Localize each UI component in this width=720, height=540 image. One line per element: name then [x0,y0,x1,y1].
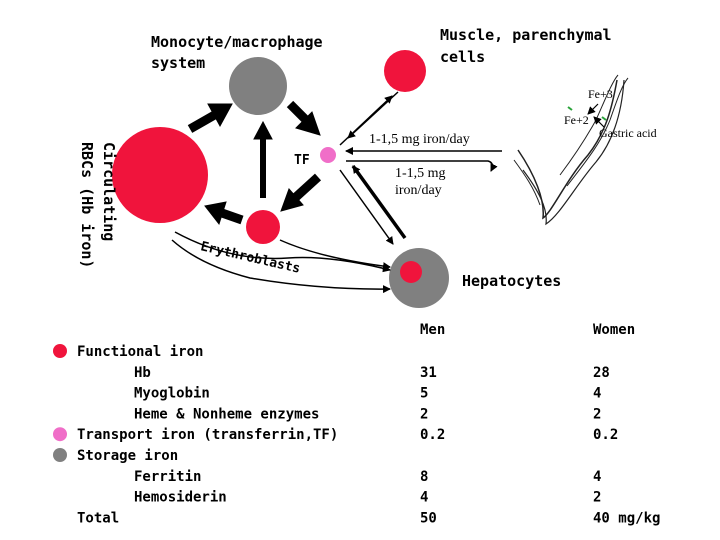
table-row-label: Heme & Nonheme enzymes [134,406,319,422]
table-cell-men: 4 [420,490,428,506]
table-cell-women: 4 [593,469,601,485]
erythroblasts-label: Erythroblasts [199,239,302,277]
table-row-label: Hemosiderin [134,490,227,506]
erythroblast-circle [246,210,280,244]
table-cell-men: 2 [420,406,428,422]
green-marks [567,106,607,121]
table-cell-women: 40 mg/kg [593,510,660,526]
table-cell-men: 31 [420,365,437,381]
table-row-label: Hb [134,365,151,381]
table-row-label: Functional iron [77,344,203,360]
header-men: Men [420,322,445,338]
hepatocytes-label: Hepatocytes [462,272,561,290]
fe3-label: Fe+3 [588,87,613,101]
monocyte-label: Monocyte/macrophage system [151,33,332,72]
tf-label: TF [294,153,310,168]
muscle-circle [384,50,426,92]
tf-circle [320,147,336,163]
muscle-label: Muscle, parenchymal cells [440,26,621,66]
table-cell-men: 50 [420,510,437,526]
table-cell-women: 4 [593,386,601,402]
storage-legend-dot [53,448,67,462]
table-cell-men: 8 [420,469,428,485]
intake-label: 1-1,5 mg iron/day [369,132,470,147]
table-row-label: Myoglobin [134,386,210,402]
header-women: Women [593,322,635,338]
gut-arrows [587,103,605,128]
fe2-label: Fe+2 [564,113,589,127]
table-cell-women: 28 [593,365,610,381]
table-row-label: Storage iron [77,448,178,464]
table-row-label: Transport iron (transferrin,TF) [77,427,338,443]
table-cell-women: 0.2 [593,427,618,443]
functional-legend-dot [53,344,67,358]
gastric-acid-label: Gastric acid [599,126,657,140]
table-cell-men: 5 [420,386,428,402]
transport-legend-dot [53,427,67,442]
table-cell-women: 2 [593,406,601,422]
table-row-label: Ferritin [134,469,201,485]
intestine-sketch [513,74,629,226]
macrophage-circle [229,57,287,115]
hepatocyte-inner-circle [400,261,422,283]
circulating-label: Circulating RBCs (Hb iron) [78,142,118,268]
table-cell-men: 0.2 [420,427,445,443]
loss-label: 1-1,5 mg iron/day [395,166,449,198]
rbc-pool-circle [112,127,208,223]
table-cell-women: 2 [593,490,601,506]
table-row-label: Total [77,510,119,526]
thin-arrows [171,91,502,294]
block-arrows [187,100,322,226]
